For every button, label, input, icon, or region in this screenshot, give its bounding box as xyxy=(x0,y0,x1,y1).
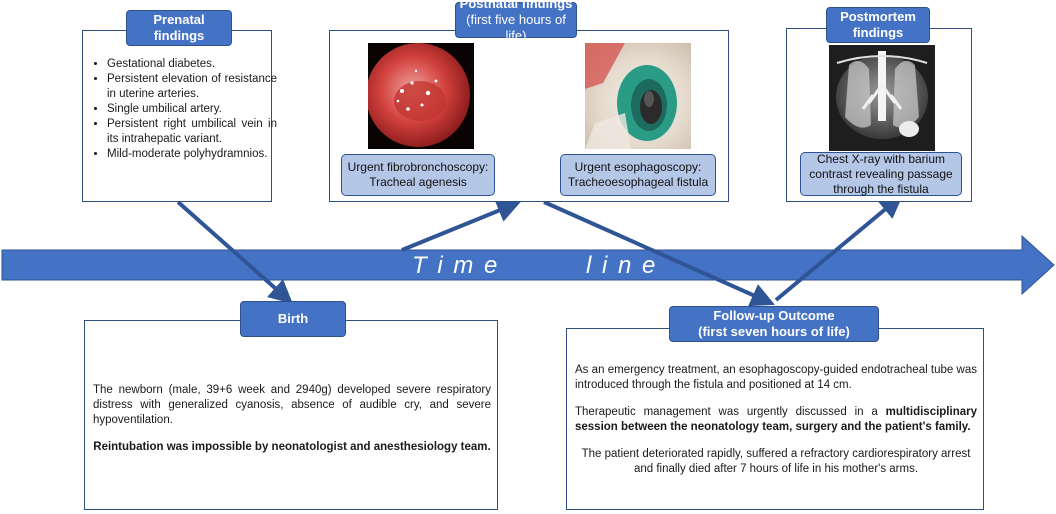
postnatal-header: Postnatal findings (first five hours of … xyxy=(455,0,577,43)
esophagoscopy-caption-line1: Urgent esophagoscopy: xyxy=(574,160,702,174)
birth-description: The newborn (male, 39+6 week and 2940g) … xyxy=(93,384,491,426)
birth-header-text: Birth xyxy=(277,311,309,326)
connector-postnatal-to-followup xyxy=(543,200,775,307)
prenatal-item: Gestational diabetes. xyxy=(107,57,277,72)
postmortem-header: Postmortem findings xyxy=(826,7,930,43)
followup-emergency-treatment: As an emergency treatment, an esophagosc… xyxy=(575,364,977,391)
fibrobronchoscopy-caption: Urgent fibrobronchoscopy: Tracheal agene… xyxy=(341,154,495,196)
birth-box: The newborn (male, 39+6 week and 2940g) … xyxy=(84,320,498,510)
postnatal-header-line2: (first five hours of life) xyxy=(466,12,566,43)
followup-header-line2: (first seven hours of life) xyxy=(698,324,850,339)
postmortem-header-line1: Postmortem xyxy=(840,9,916,24)
postnatal-header-line1: Postnatal findings xyxy=(459,0,573,11)
bronchoscopy-image xyxy=(368,43,474,149)
fibrobronchoscopy-caption-line2: Tracheal agenesis xyxy=(369,175,467,189)
xray-caption: Chest X-ray with barium contrast reveali… xyxy=(800,152,962,196)
prenatal-item: Persistent elevation of resistance in ut… xyxy=(107,72,277,102)
postmortem-header-line2: findings xyxy=(852,25,904,40)
prenatal-header-text: Prenatal findings xyxy=(153,12,205,43)
timeline-label: T i m e l i n e xyxy=(412,252,658,279)
esophagoscopy-image xyxy=(585,43,691,149)
birth-content: The newborn (male, 39+6 week and 2940g) … xyxy=(93,383,491,467)
followup-header-line1: Follow-up Outcome xyxy=(713,308,835,323)
connector-birth-to-postnatal xyxy=(401,199,522,252)
prenatal-box: Gestational diabetes. Persistent elevati… xyxy=(82,30,277,202)
followup-outcome: The patient deteriorated rapidly, suffer… xyxy=(581,448,971,475)
followup-management-text: Therapeutic management was urgently disc… xyxy=(575,406,886,418)
esophagoscopy-caption-line2: Tracheoesophageal fistula xyxy=(567,175,709,189)
connector-prenatal-to-birth xyxy=(176,200,293,304)
followup-management: Therapeutic management was urgently disc… xyxy=(575,405,977,435)
birth-header: Birth xyxy=(240,301,346,337)
fibrobronchoscopy-caption-line1: Urgent fibrobronchoscopy: xyxy=(347,160,489,174)
followup-management-bold: multidisciplinary session between the ne… xyxy=(575,406,977,433)
followup-box: As an emergency treatment, an esophagosc… xyxy=(566,328,984,510)
prenatal-list: Gestational diabetes. Persistent elevati… xyxy=(93,57,277,162)
prenatal-item: Mild-moderate polyhydramnios. xyxy=(107,147,277,162)
prenatal-item: Single umbilical artery. xyxy=(107,102,277,117)
xray-caption-text: Chest X-ray with barium contrast reveali… xyxy=(809,151,953,196)
followup-header: Follow-up Outcome (first seven hours of … xyxy=(669,306,879,342)
connector-followup-to-postmortem xyxy=(774,194,904,302)
esophagoscopy-caption: Urgent esophagoscopy: Tracheoesophageal … xyxy=(560,154,716,196)
followup-content: As an emergency treatment, an esophagosc… xyxy=(575,363,977,489)
chest-xray-image xyxy=(829,45,935,151)
birth-reintubation-note: Reintubation was impossible by neonatolo… xyxy=(93,441,491,453)
prenatal-header: Prenatal findings xyxy=(126,10,232,46)
prenatal-item: Persistent right umbilical vein in its i… xyxy=(107,117,277,147)
